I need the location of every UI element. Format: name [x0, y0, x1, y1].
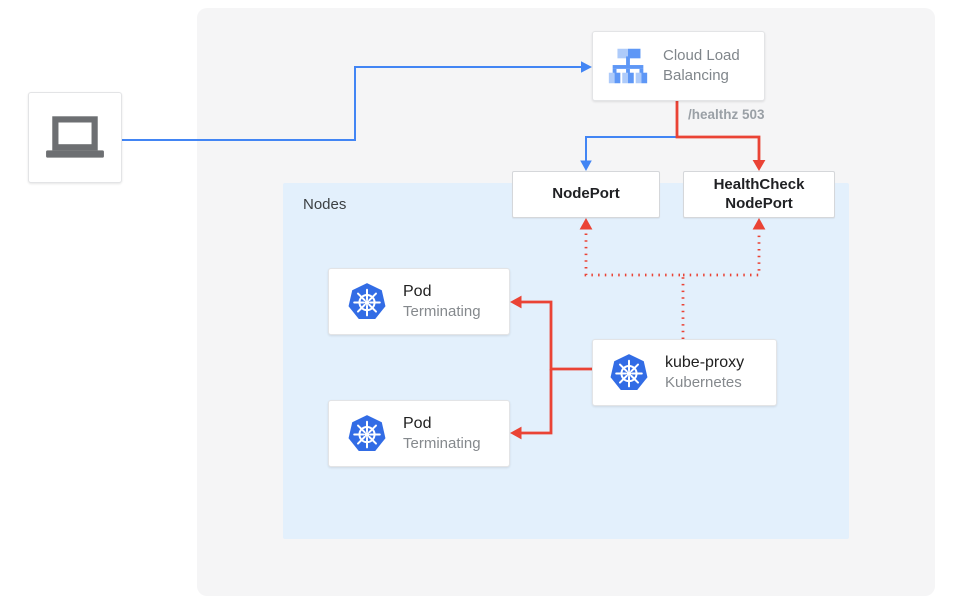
- cloud-load-balancing-icon: [608, 48, 648, 84]
- nodeport-box: NodePort: [512, 171, 660, 218]
- kubernetes-icon: [610, 353, 648, 390]
- cloud-load-balancing-box: Cloud Load Balancing: [592, 31, 765, 101]
- kube-proxy-box: kube-proxy Kubernetes: [592, 339, 777, 406]
- kubernetes-icon: [348, 414, 386, 451]
- pod-terminating-box-1: Pod Terminating: [328, 268, 510, 335]
- nodes-group-label: Nodes: [303, 196, 347, 213]
- pod-status: Terminating: [403, 435, 481, 452]
- healthz-status-label: /healthz 503: [688, 107, 765, 122]
- pod-title: Pod: [403, 283, 432, 300]
- kube-proxy-title: kube-proxy: [665, 354, 745, 371]
- kubernetes-icon: [348, 282, 386, 319]
- pod-terminating-box-2: Pod Terminating: [328, 400, 510, 467]
- nodeport-label: NodePort: [552, 185, 620, 203]
- cloud-load-balancing-label: Cloud Load Balancing: [663, 46, 740, 84]
- laptop-icon: [46, 115, 104, 158]
- pod-title: Pod: [403, 415, 432, 432]
- healthcheck-nodeport-label: HealthCheck NodePort: [713, 175, 805, 212]
- kube-proxy-subtitle: Kubernetes: [665, 374, 742, 391]
- pod-status: Terminating: [403, 303, 481, 320]
- client-box: [28, 92, 122, 183]
- healthcheck-nodeport-box: HealthCheck NodePort: [683, 171, 835, 218]
